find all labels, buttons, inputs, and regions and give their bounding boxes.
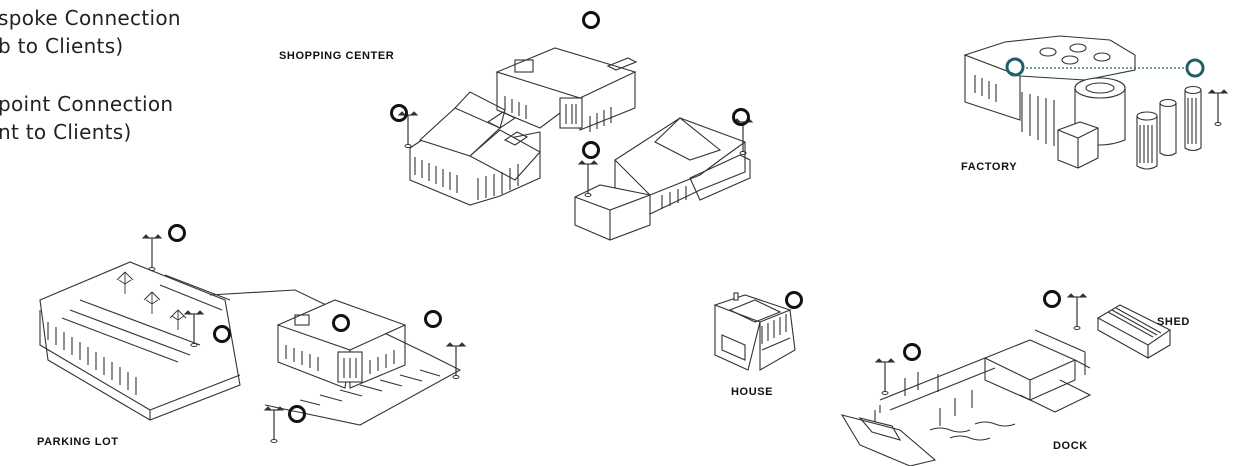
house-scene: [713, 292, 796, 371]
marker-factory-right: [1185, 58, 1205, 78]
marker-parking-pole: [168, 224, 186, 242]
factory-scene: [963, 35, 1228, 170]
label-shopping-center: SHOPPING CENTER: [279, 50, 395, 62]
marker-parking-right-pole: [424, 310, 442, 328]
marker-shopping-left: [390, 104, 408, 122]
legend-hub-spoke-line1: spoke Connection: [0, 6, 181, 30]
label-dock: DOCK: [1053, 440, 1088, 452]
marker-dock-right: [1043, 290, 1061, 308]
label-shed: SHED: [1157, 316, 1190, 328]
marker-parking-building: [332, 314, 350, 332]
marker-shopping-center: [582, 141, 600, 159]
label-factory: FACTORY: [961, 161, 1018, 173]
marker-shopping-right: [732, 108, 750, 126]
parking-lot-scene: [39, 234, 466, 444]
label-parking-lot: PARKING LOT: [37, 436, 119, 448]
marker-parking-deck: [213, 325, 231, 343]
legend-hub-spoke-line2: b to Clients): [0, 34, 124, 58]
label-house: HOUSE: [731, 386, 774, 398]
marker-dock-left: [903, 343, 921, 361]
legend-point-point-line2: nt to Clients): [0, 120, 132, 144]
shopping-center-scene: [398, 47, 753, 241]
marker-shopping-top: [582, 11, 600, 29]
dock-scene: [840, 293, 1172, 466]
marker-house: [785, 291, 803, 309]
marker-parking-bottom-pole: [288, 405, 306, 423]
marker-factory-left: [1005, 57, 1025, 77]
legend-point-point-line1: point Connection: [0, 92, 174, 116]
network-markers: [168, 11, 1205, 423]
